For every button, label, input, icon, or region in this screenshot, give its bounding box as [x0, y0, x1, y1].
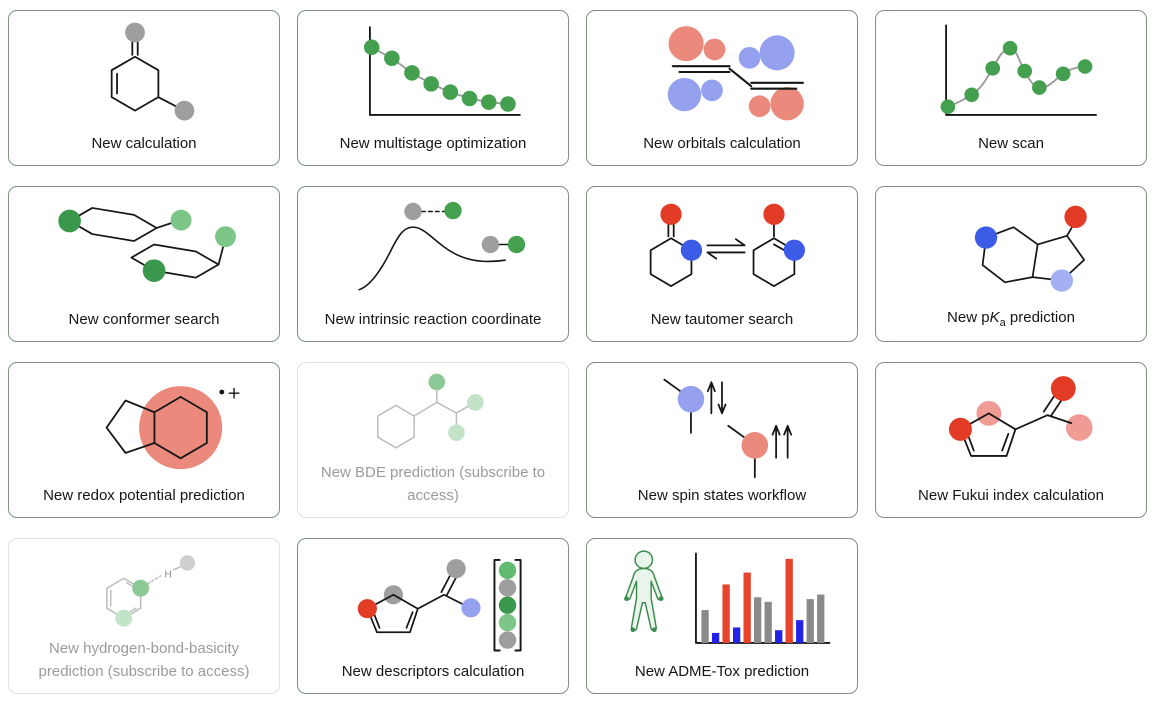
- card-label: New intrinsic reaction coordinate: [324, 310, 542, 328]
- orbitals-icon: [667, 25, 805, 121]
- card-new-orbitals-calculation[interactable]: New orbitals calculation: [586, 10, 858, 166]
- redox-molecule-icon: •+: [105, 383, 241, 469]
- hydrogen-label: H: [164, 569, 171, 580]
- scan-plot-icon: [940, 24, 1097, 116]
- descriptor-values: [498, 561, 516, 649]
- chair-conformers-illustration: [9, 187, 279, 309]
- paired-spin-arrows-icon: [706, 381, 727, 414]
- card-new-scan[interactable]: New scan: [875, 10, 1147, 166]
- vector-brackets-icon: [493, 558, 522, 652]
- card-label: New BDE prediction (subscribe to access): [320, 464, 546, 504]
- card-label: New orbitals calculation: [643, 134, 801, 152]
- ketone-molecule-illustration: [9, 11, 279, 133]
- card-new-hydrogen-bond-basicity-prediction[interactable]: H New hydrogen-bond-basicity prediction …: [8, 538, 280, 694]
- adme-bar-group: [701, 558, 825, 643]
- card-new-descriptors-calculation[interactable]: New descriptors calculation: [297, 538, 569, 694]
- hydrogen-bond-icon: H: [105, 554, 195, 627]
- equilibrium-arrows-icon: [706, 237, 746, 260]
- decreasing-energy-plot-illustration: [298, 11, 568, 133]
- card-label: New spin states workflow: [637, 486, 807, 504]
- card-new-tautomer-search[interactable]: New tautomer search: [586, 186, 858, 342]
- faded-bde-molecule-illustration: [298, 363, 568, 462]
- parallel-spin-arrows-icon: [771, 424, 793, 459]
- optimization-plot-icon: [363, 26, 521, 116]
- card-new-redox-potential-prediction[interactable]: •+ New redox potential prediction: [8, 362, 280, 518]
- human-bar-chart-illustration: [587, 539, 857, 661]
- card-new-calculation[interactable]: New calculation: [8, 10, 280, 166]
- spin-centers-illustration: [587, 363, 857, 485]
- energy-scan-plot-illustration: [876, 11, 1146, 133]
- card-new-intrinsic-reaction-coordinate[interactable]: New intrinsic reaction coordinate: [297, 186, 569, 342]
- card-label: New multistage optimization: [339, 134, 527, 152]
- card-label: New calculation: [91, 134, 197, 152]
- card-label: New hydrogen-bond-basicity prediction (s…: [38, 640, 250, 680]
- fukui-molecule-icon: [948, 375, 1093, 457]
- card-label: New redox potential prediction: [43, 486, 245, 504]
- card-label: New descriptors calculation: [341, 662, 525, 680]
- reaction-curve-illustration: [298, 187, 568, 309]
- card-new-fukui-index-calculation[interactable]: New Fukui index calculation: [875, 362, 1147, 518]
- pka-molecule-icon: [974, 205, 1087, 292]
- bde-molecule-icon: [377, 373, 484, 449]
- card-new-adme-tox-prediction[interactable]: New ADME-Tox prediction: [586, 538, 858, 694]
- molecule-icon: [110, 22, 195, 121]
- card-label: New pKa prediction: [947, 308, 1075, 329]
- card-new-conformer-search[interactable]: New conformer search: [8, 186, 280, 342]
- adme-tox-icon: [624, 550, 831, 644]
- card-label: New tautomer search: [650, 310, 794, 328]
- descriptors-icon: [357, 558, 522, 652]
- hydrogen-bond-illustration: H: [9, 539, 279, 638]
- human-figure-icon: [624, 550, 664, 632]
- radical-cation-illustration: •+: [9, 363, 279, 485]
- card-label: New ADME-Tox prediction: [634, 662, 810, 680]
- spin-states-icon: [663, 378, 793, 478]
- radical-cation-symbol: •+: [216, 383, 241, 403]
- conformers-icon: [57, 206, 236, 282]
- card-new-pka-prediction[interactable]: New pKa prediction: [875, 186, 1147, 342]
- card-new-multistage-optimization[interactable]: New multistage optimization: [297, 10, 569, 166]
- fukui-sites-illustration: [876, 363, 1146, 485]
- irc-curve-icon: [358, 201, 526, 291]
- tautomer-icon: [649, 203, 805, 287]
- descriptor-vector-illustration: [298, 539, 568, 661]
- card-label: New conformer search: [68, 310, 220, 328]
- card-new-spin-states-workflow[interactable]: New spin states workflow: [586, 362, 858, 518]
- acid-base-molecule-illustration: [876, 187, 1146, 307]
- card-new-bde-prediction[interactable]: New BDE prediction (subscribe to access): [297, 362, 569, 518]
- card-label: New Fukui index calculation: [918, 486, 1104, 504]
- butadiene-orbitals-illustration: [587, 11, 857, 133]
- tautomer-equilibrium-illustration: [587, 187, 857, 309]
- card-label: New scan: [978, 134, 1044, 152]
